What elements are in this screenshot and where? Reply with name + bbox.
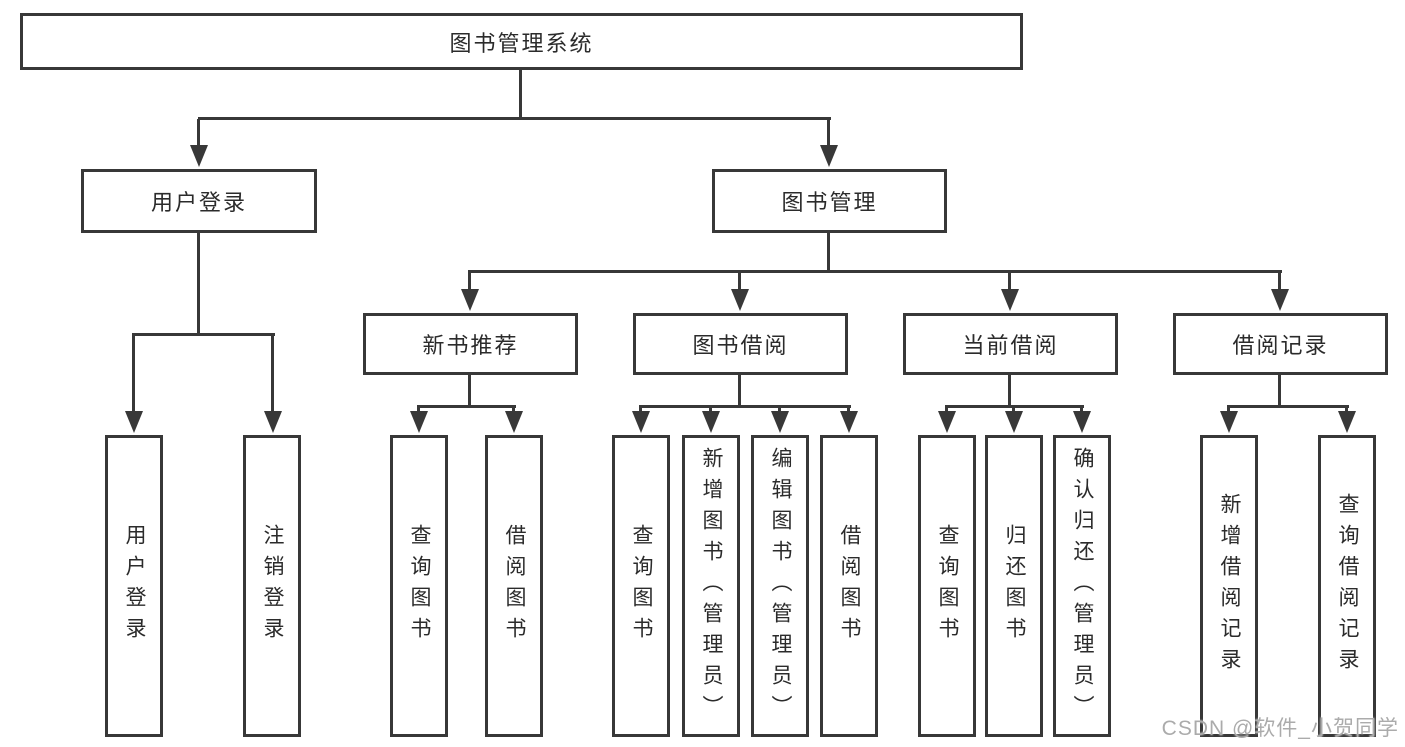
connector-arrowhead bbox=[731, 289, 749, 311]
connector-arrowhead bbox=[190, 145, 208, 167]
connector-line bbox=[1278, 272, 1281, 291]
connector-line bbox=[132, 335, 135, 413]
connector-line bbox=[468, 270, 1282, 273]
node-book-management: 图书管理 bbox=[712, 169, 947, 233]
leaf-add-borrow-record: 新增借阅记录 bbox=[1200, 435, 1258, 737]
leaf-query-books-3: 查询图书 bbox=[918, 435, 976, 737]
connector-arrowhead bbox=[410, 411, 428, 433]
connector-arrowhead bbox=[632, 411, 650, 433]
connector-line bbox=[709, 407, 712, 413]
connector-line bbox=[271, 335, 274, 413]
leaf-query-books-2: 查询图书 bbox=[612, 435, 670, 737]
connector-arrowhead bbox=[505, 411, 523, 433]
connector-arrowhead bbox=[1220, 411, 1238, 433]
leaf-add-books-admin: 新增图书（管理员） bbox=[682, 435, 740, 737]
connector-arrowhead bbox=[461, 289, 479, 311]
connector-line bbox=[738, 375, 741, 407]
node-book-borrowing: 图书借阅 bbox=[633, 313, 848, 375]
leaf-confirm-return-admin: 确认归还（管理员） bbox=[1053, 435, 1111, 737]
connector-line bbox=[198, 117, 831, 120]
connector-arrowhead bbox=[1271, 289, 1289, 311]
connector-arrowhead bbox=[1005, 411, 1023, 433]
connector-arrowhead bbox=[1001, 289, 1019, 311]
connector-line bbox=[512, 407, 515, 413]
connector-line bbox=[132, 333, 275, 336]
leaf-return-books: 归还图书 bbox=[985, 435, 1043, 737]
connector-line bbox=[468, 272, 471, 291]
leaf-borrow-books-2: 借阅图书 bbox=[820, 435, 878, 737]
node-user-login: 用户登录 bbox=[81, 169, 317, 233]
connector-line bbox=[1080, 407, 1083, 413]
connector-line bbox=[827, 233, 830, 272]
leaf-edit-books-admin: 编辑图书（管理员） bbox=[751, 435, 809, 737]
connector-line bbox=[945, 407, 948, 413]
connector-line bbox=[945, 405, 1084, 408]
connector-arrowhead bbox=[125, 411, 143, 433]
connector-arrowhead bbox=[771, 411, 789, 433]
connector-line bbox=[827, 119, 830, 147]
connector-arrowhead bbox=[1338, 411, 1356, 433]
node-borrowing-records: 借阅记录 bbox=[1173, 313, 1388, 375]
connector-line bbox=[1012, 407, 1015, 413]
connector-line bbox=[468, 375, 471, 407]
connector-line bbox=[1227, 405, 1349, 408]
connector-line bbox=[738, 272, 741, 291]
node-current-borrowing: 当前借阅 bbox=[903, 313, 1118, 375]
connector-arrowhead bbox=[264, 411, 282, 433]
connector-arrowhead bbox=[820, 145, 838, 167]
connector-line bbox=[639, 405, 851, 408]
connector-line bbox=[778, 407, 781, 413]
connector-line bbox=[1345, 407, 1348, 413]
leaf-user-login: 用户登录 bbox=[105, 435, 163, 737]
leaf-logout-login: 注销登录 bbox=[243, 435, 301, 737]
connector-arrowhead bbox=[938, 411, 956, 433]
connector-line bbox=[417, 407, 420, 413]
connector-line bbox=[847, 407, 850, 413]
connector-arrowhead bbox=[1073, 411, 1091, 433]
connector-arrowhead bbox=[840, 411, 858, 433]
csdn-watermark: CSDN @软件_小贺同学 bbox=[1161, 717, 1399, 740]
leaf-query-books: 查询图书 bbox=[390, 435, 448, 737]
connector-line bbox=[197, 119, 200, 147]
node-new-book-recommend: 新书推荐 bbox=[363, 313, 578, 375]
node-root: 图书管理系统 bbox=[20, 13, 1023, 70]
connector-line bbox=[519, 70, 522, 119]
leaf-query-borrow-record: 查询借阅记录 bbox=[1318, 435, 1376, 737]
connector-line bbox=[197, 233, 200, 335]
connector-arrowhead bbox=[702, 411, 720, 433]
connector-line bbox=[1008, 272, 1011, 291]
leaf-borrow-books: 借阅图书 bbox=[485, 435, 543, 737]
connector-line bbox=[1278, 375, 1281, 407]
connector-line bbox=[417, 405, 516, 408]
connector-line bbox=[1227, 407, 1230, 413]
connector-line bbox=[1008, 375, 1011, 407]
connector-line bbox=[639, 407, 642, 413]
